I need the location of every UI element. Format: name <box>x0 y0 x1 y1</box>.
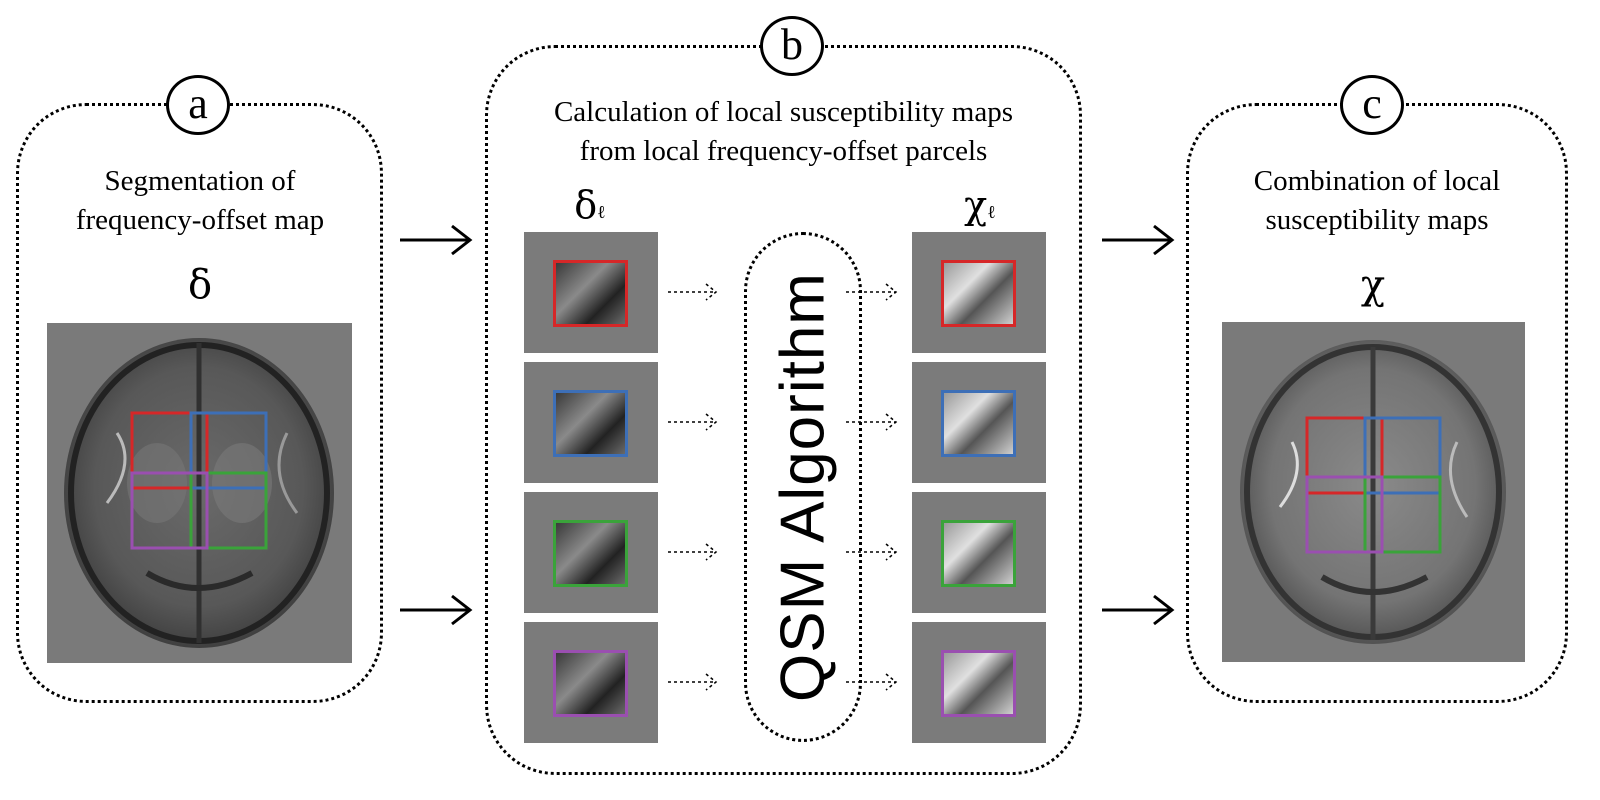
delta-l-base: δ <box>574 183 598 227</box>
frequency-offset-map-image <box>47 323 352 663</box>
chi-l-base: χ <box>964 183 988 227</box>
arrow-into-qsm-green <box>668 543 718 561</box>
chi-parcel-image-red <box>941 260 1016 327</box>
chi-parcel-tile-green <box>912 492 1046 613</box>
panel-b-caption-line2: from local frequency-offset parcels <box>579 135 988 167</box>
chi-parcel-tile-blue <box>912 362 1046 483</box>
chi-parcel-tile-red <box>912 232 1046 353</box>
panel-c-caption-line1: Combination of local <box>1253 165 1501 197</box>
panel-c-caption-line2: susceptibility maps <box>1265 204 1489 236</box>
chi-parcel-image-purple <box>941 650 1016 717</box>
arrow-out-of-qsm-purple <box>846 673 898 691</box>
panel-b-caption-line1: Calculation of local susceptibility maps <box>553 96 1014 128</box>
delta-symbol: δ <box>187 262 213 308</box>
chi-parcel-tile-purple <box>912 622 1046 743</box>
chi-parcel-image-blue <box>941 390 1016 457</box>
arrow-a-to-b-bottom <box>400 594 473 626</box>
delta-l-subscript: ℓ <box>597 202 606 223</box>
panel-b-badge: b <box>760 16 824 76</box>
arrow-into-qsm-purple <box>668 673 718 691</box>
delta-l-symbol: δℓ <box>540 183 640 227</box>
combined-susceptibility-map-image <box>1222 322 1525 662</box>
panel-a-caption-line2: frequency-offset map <box>75 204 325 236</box>
chi-parcel-image-green <box>941 520 1016 587</box>
arrow-b-to-c-bottom <box>1102 594 1175 626</box>
delta-parcel-tile-red <box>524 232 658 353</box>
arrow-out-of-qsm-blue <box>846 413 898 431</box>
arrow-into-qsm-blue <box>668 413 718 431</box>
arrow-out-of-qsm-red <box>846 283 898 301</box>
chi-l-symbol: χℓ <box>930 183 1030 227</box>
qsm-algorithm-block: QSM Algorithm <box>744 232 862 742</box>
arrow-a-to-b-top <box>400 224 473 256</box>
arrow-into-qsm-red <box>668 283 718 301</box>
delta-parcel-tile-green <box>524 492 658 613</box>
panel-c-badge: c <box>1340 75 1404 135</box>
delta-parcel-image-blue <box>553 390 628 457</box>
delta-parcel-image-red <box>553 260 628 327</box>
chi-symbol: χ <box>1360 262 1386 308</box>
chi-l-subscript: ℓ <box>987 202 996 223</box>
delta-parcel-image-purple <box>553 650 628 717</box>
panel-a-badge: a <box>166 75 230 135</box>
arrow-b-to-c-top <box>1102 224 1175 256</box>
delta-parcel-tile-purple <box>524 622 658 743</box>
delta-parcel-image-green <box>553 520 628 587</box>
delta-parcel-tile-blue <box>524 362 658 483</box>
panel-a-caption-line1: Segmentation of <box>104 165 296 197</box>
arrow-out-of-qsm-green <box>846 543 898 561</box>
